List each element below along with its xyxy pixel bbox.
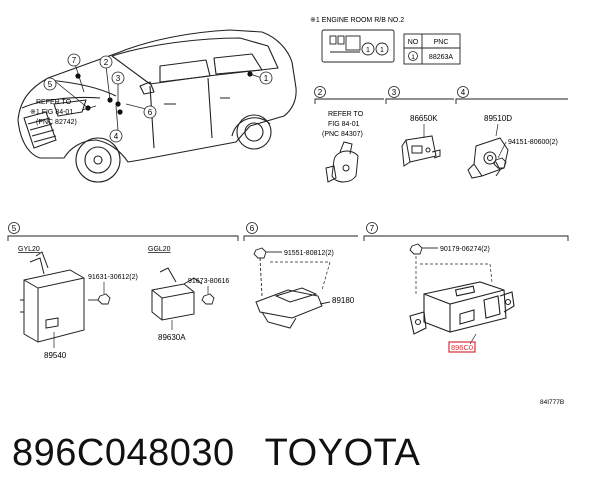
section-7-ecu-drawing	[409, 281, 515, 335]
svg-text:3: 3	[116, 74, 121, 83]
callout-3: 3	[111, 71, 125, 85]
section-5-part-b-label: 89630A	[158, 333, 186, 342]
section-7-bolt-drawing	[409, 243, 438, 255]
section-4-number: 4	[457, 86, 469, 98]
figure-code: 84I777B	[540, 399, 564, 406]
section-5-ecu-b-drawing	[151, 267, 203, 321]
svg-text:2: 2	[318, 88, 323, 97]
svg-text:FIG 84-01: FIG 84-01	[328, 121, 360, 128]
section-7-number: 7	[366, 222, 378, 234]
svg-text:1: 1	[264, 74, 269, 83]
pnc-table-header-no: NO	[408, 39, 419, 46]
svg-text:4: 4	[114, 132, 119, 141]
section-2-number: 2	[314, 86, 326, 98]
section-3-part-label: 86650K	[410, 114, 438, 123]
section-5-bolt-b-drawing	[201, 293, 215, 305]
product-caption: 896C048030 TOYOTA	[12, 432, 420, 475]
section-2-sensor-drawing	[325, 141, 359, 183]
section-2-refer-note: REFER TO FIG 84-01 (PNC 84307)	[322, 111, 364, 138]
section-5-variant-a: GYL20	[18, 246, 40, 253]
pnc-table: NO PNC 1 88263A	[403, 33, 461, 65]
section-7-part-label: 896C0	[448, 341, 476, 353]
section-6-part-label: 89180	[332, 296, 355, 305]
relay-box-icon	[321, 29, 395, 63]
callout-2: 2	[99, 55, 113, 69]
svg-text:(PNC 84307): (PNC 84307)	[322, 131, 363, 138]
pnc-table-no: 1	[411, 54, 415, 61]
svg-text:6: 6	[250, 224, 255, 233]
section-number-callouts: 2 3 4 5 6 7	[8, 86, 469, 234]
section-3-module-drawing	[401, 135, 441, 167]
relay-circle-label: 1	[380, 47, 384, 54]
section-4-bolt-label: 94151-80600(2)	[508, 139, 558, 146]
section-5-variant-b: GGL20	[148, 246, 171, 253]
section-5-ecu-a-drawing	[20, 251, 85, 343]
vehicle-illustration	[17, 29, 297, 183]
relay-circle-label: 1	[366, 47, 370, 54]
svg-text:3: 3	[392, 88, 397, 97]
engine-room-label: ※1 ENGINE ROOM R/B NO.2	[310, 17, 404, 24]
section-6-number: 6	[246, 222, 258, 234]
section-3-number: 3	[388, 86, 400, 98]
callout-4: 4	[109, 129, 123, 143]
car-location-dots	[75, 71, 253, 115]
section-4-part-label: 89510D	[484, 114, 512, 123]
pnc-table-pnc: 88263A	[429, 54, 453, 61]
svg-text:※1 FIG 84-01: ※1 FIG 84-01	[30, 109, 73, 116]
callout-6: 6	[143, 105, 157, 119]
svg-text:2: 2	[104, 58, 109, 67]
section-5-number: 5	[8, 222, 20, 234]
part-highlight-box	[448, 341, 476, 353]
section-6-bolt-label: 91551-80812(2)	[284, 250, 334, 257]
caption-brand: TOYOTA	[264, 432, 421, 474]
svg-text:REFER TO: REFER TO	[36, 99, 72, 106]
callout-5: 5	[43, 77, 57, 91]
svg-text:5: 5	[48, 80, 53, 89]
section-5-bolt-a-drawing	[88, 293, 111, 305]
svg-text:7: 7	[72, 56, 77, 65]
section-5-part-a-label: 89540	[44, 351, 67, 360]
section-4-bolt-drawing	[493, 157, 507, 169]
svg-text:REFER TO: REFER TO	[328, 111, 364, 118]
svg-text:(PNC 82742): (PNC 82742)	[36, 119, 77, 126]
section-6-sensor-drawing	[255, 287, 331, 329]
caption-part-number: 896C048030	[12, 432, 235, 474]
section-7-bolt-label: 90179-06274(2)	[440, 246, 490, 253]
pnc-table-header-pnc: PNC	[434, 39, 449, 46]
svg-text:4: 4	[461, 88, 466, 97]
svg-text:6: 6	[148, 108, 153, 117]
car-callouts: 5 7 2 3 4 6 1	[43, 53, 273, 143]
car-refer-note: REFER TO ※1 FIG 84-01 (PNC 82742)	[30, 99, 77, 126]
callout-7: 7	[67, 53, 81, 67]
callout-1: 1	[259, 71, 273, 85]
section-5-bolt-b-label: 91673-80616	[188, 278, 229, 285]
svg-text:896C0: 896C0	[451, 343, 473, 352]
section-5-bolt-a-label: 91631-30612(2)	[88, 274, 138, 281]
svg-text:7: 7	[370, 224, 375, 233]
section-7-leader-lines	[415, 256, 493, 296]
svg-text:5: 5	[12, 224, 17, 233]
section-6-bolt-drawing	[253, 247, 282, 297]
section-frames	[7, 98, 569, 241]
